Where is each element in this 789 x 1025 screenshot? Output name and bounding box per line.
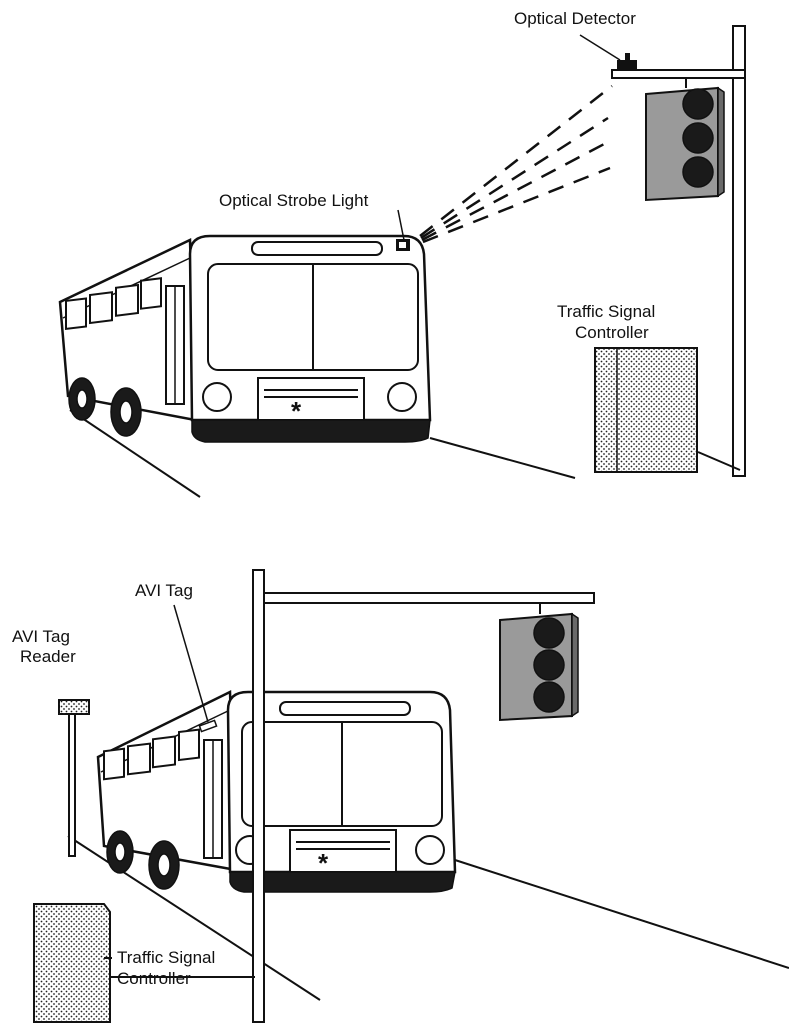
avi-tag-label: AVI Tag [135, 581, 193, 600]
avi-preemption-scene: * AVI Tag Reader AVI Tag Traffic S [12, 570, 789, 1022]
controller-label-bottom-line1: Traffic Signal [117, 948, 215, 967]
controller-label-bottom-line2: Controller [117, 969, 191, 988]
signal-lamp-green [534, 682, 564, 712]
optical-detector-leader [580, 35, 620, 60]
avi-tag-leader [174, 605, 208, 722]
signal-lamp-red [683, 89, 713, 119]
signal-lamp-green [683, 157, 713, 187]
bus-top: * [60, 236, 430, 442]
signal-lamp-yellow [683, 123, 713, 153]
signal-lamp-red [534, 618, 564, 648]
traffic-signal-controller-top [595, 348, 740, 472]
avi-tag-reader-label-line1: AVI Tag [12, 627, 70, 646]
optical-detector-label: Optical Detector [514, 9, 636, 28]
optical-detector-device [617, 53, 637, 71]
bus-bottom: * [98, 692, 455, 892]
traffic-signal-head-top [646, 78, 724, 200]
optical-strobe-light-label: Optical Strobe Light [219, 191, 369, 210]
avi-tag-reader-device [59, 700, 89, 856]
controller-label-top-line2: Controller [575, 323, 649, 342]
optical-preemption-scene: * Optical Detector Optical Strobe Light … [60, 9, 745, 497]
strobe-light-beam [420, 86, 612, 242]
traffic-signal-head-bottom [500, 603, 578, 720]
signal-lamp-yellow [534, 650, 564, 680]
controller-label-top-line1: Traffic Signal [557, 302, 655, 321]
avi-tag-reader-label-line2: Reader [20, 647, 76, 666]
